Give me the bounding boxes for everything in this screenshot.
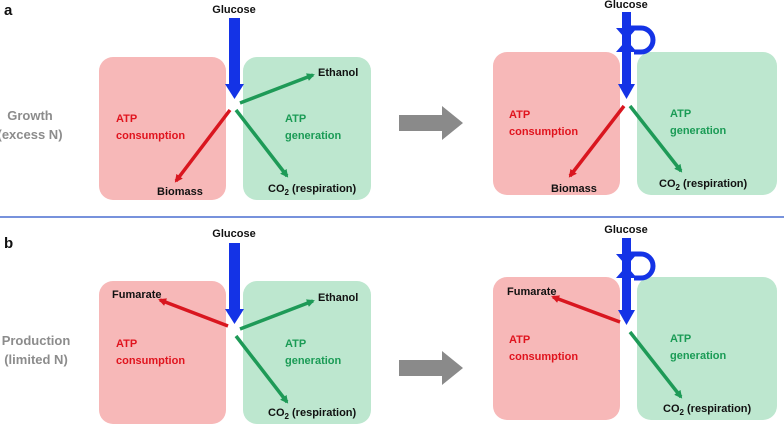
fumarate-label: Fumarate [112,289,162,301]
atp-generation-box [637,52,777,195]
glucose-arrow-shaft [229,18,240,84]
panel-letter: b [4,235,13,252]
atp-consumption-box [99,281,226,424]
biomass-arrow [568,104,626,178]
biomass-arrow [174,108,232,183]
respiration-arrow [628,330,683,399]
atp-generation-label-2: generation [670,125,727,137]
atp-generation-label-2: generation [285,130,342,142]
atp-generation-label-1: ATP [285,113,306,125]
valve-upper-triangle [616,254,637,266]
co2-respiration-label: CO2 (respiration) [268,407,357,421]
atp-generation-label-2: generation [285,355,342,367]
glucose-arrow-head [225,309,244,324]
feedback-inhibition-loop [628,251,656,281]
transition-arrow [399,351,463,385]
glucose-label: Glucose [212,4,255,16]
condition-label-line2: (excess N) [0,127,63,142]
fumarate-arrow [551,295,621,324]
glucose-arrow-head [618,84,635,99]
atp-generation-label-1: ATP [670,108,691,120]
fumarate-label: Fumarate [507,286,557,298]
atp-consumption-label-2: consumption [116,130,185,142]
glucose-label: Glucose [212,228,255,240]
feedback-inhibition-loop [628,25,656,55]
glucose-arrow-shaft [229,243,240,309]
panel-b: b Production (limited N) Glucose Ethanol… [2,224,777,424]
panel-a: a Growth (excess N) Glucose Ethanol ATP … [0,0,777,200]
condition-label-line1: Growth [7,108,53,123]
ethanol-arrow [239,73,315,105]
panel-letter: a [4,2,13,19]
ethanol-label: Ethanol [318,67,358,79]
atp-consumption-label-2: consumption [116,355,185,367]
ethanol-label: Ethanol [318,292,358,304]
atp-consumption-box [99,57,226,200]
diagram-after: Glucose Fumarate ATP consumption ATP gen… [493,224,777,420]
glucose-label: Glucose [604,224,647,236]
valve-lower-triangle [616,266,637,278]
fumarate-arrow [158,298,229,328]
respiration-arrow [234,108,289,178]
glucose-arrow-head [618,310,635,325]
atp-consumption-label-1: ATP [509,334,530,346]
condition-label-line1: Production [2,333,71,348]
co2-respiration-label: CO2 (respiration) [268,183,357,197]
transition-arrow [399,106,463,140]
atp-generation-label-2: generation [670,350,727,362]
atp-generation-label-1: ATP [670,333,691,345]
valve-upper-triangle [616,28,637,40]
atp-consumption-label-1: ATP [116,113,137,125]
co2-respiration-label: CO2 (respiration) [659,178,748,192]
atp-consumption-box [493,277,620,420]
co2-respiration-label: CO2 (respiration) [663,403,752,417]
glucose-arrow-head [225,84,244,99]
condition-label-line2: (limited N) [4,352,68,367]
respiration-arrow [628,104,683,173]
glucose-label: Glucose [604,0,647,11]
diagram-before: Glucose Ethanol ATP consumption ATP gene… [99,4,371,200]
atp-consumption-label-1: ATP [116,338,137,350]
diagram-before: Glucose Ethanol Fumarate ATP consumption… [99,228,371,424]
atp-generation-box [243,57,371,200]
diagram-after: Glucose ATP consumption ATP generation B… [493,0,777,195]
ethanol-arrow [239,299,315,331]
biomass-label: Biomass [157,186,203,198]
valve-lower-triangle [616,40,637,52]
atp-consumption-label-2: consumption [509,351,578,363]
atp-consumption-label-1: ATP [509,109,530,121]
atp-generation-label-1: ATP [285,338,306,350]
biomass-label: Biomass [551,183,597,195]
atp-consumption-box [493,52,620,195]
respiration-arrow [234,334,289,404]
atp-consumption-label-2: consumption [509,126,578,138]
atp-generation-box [637,277,777,420]
